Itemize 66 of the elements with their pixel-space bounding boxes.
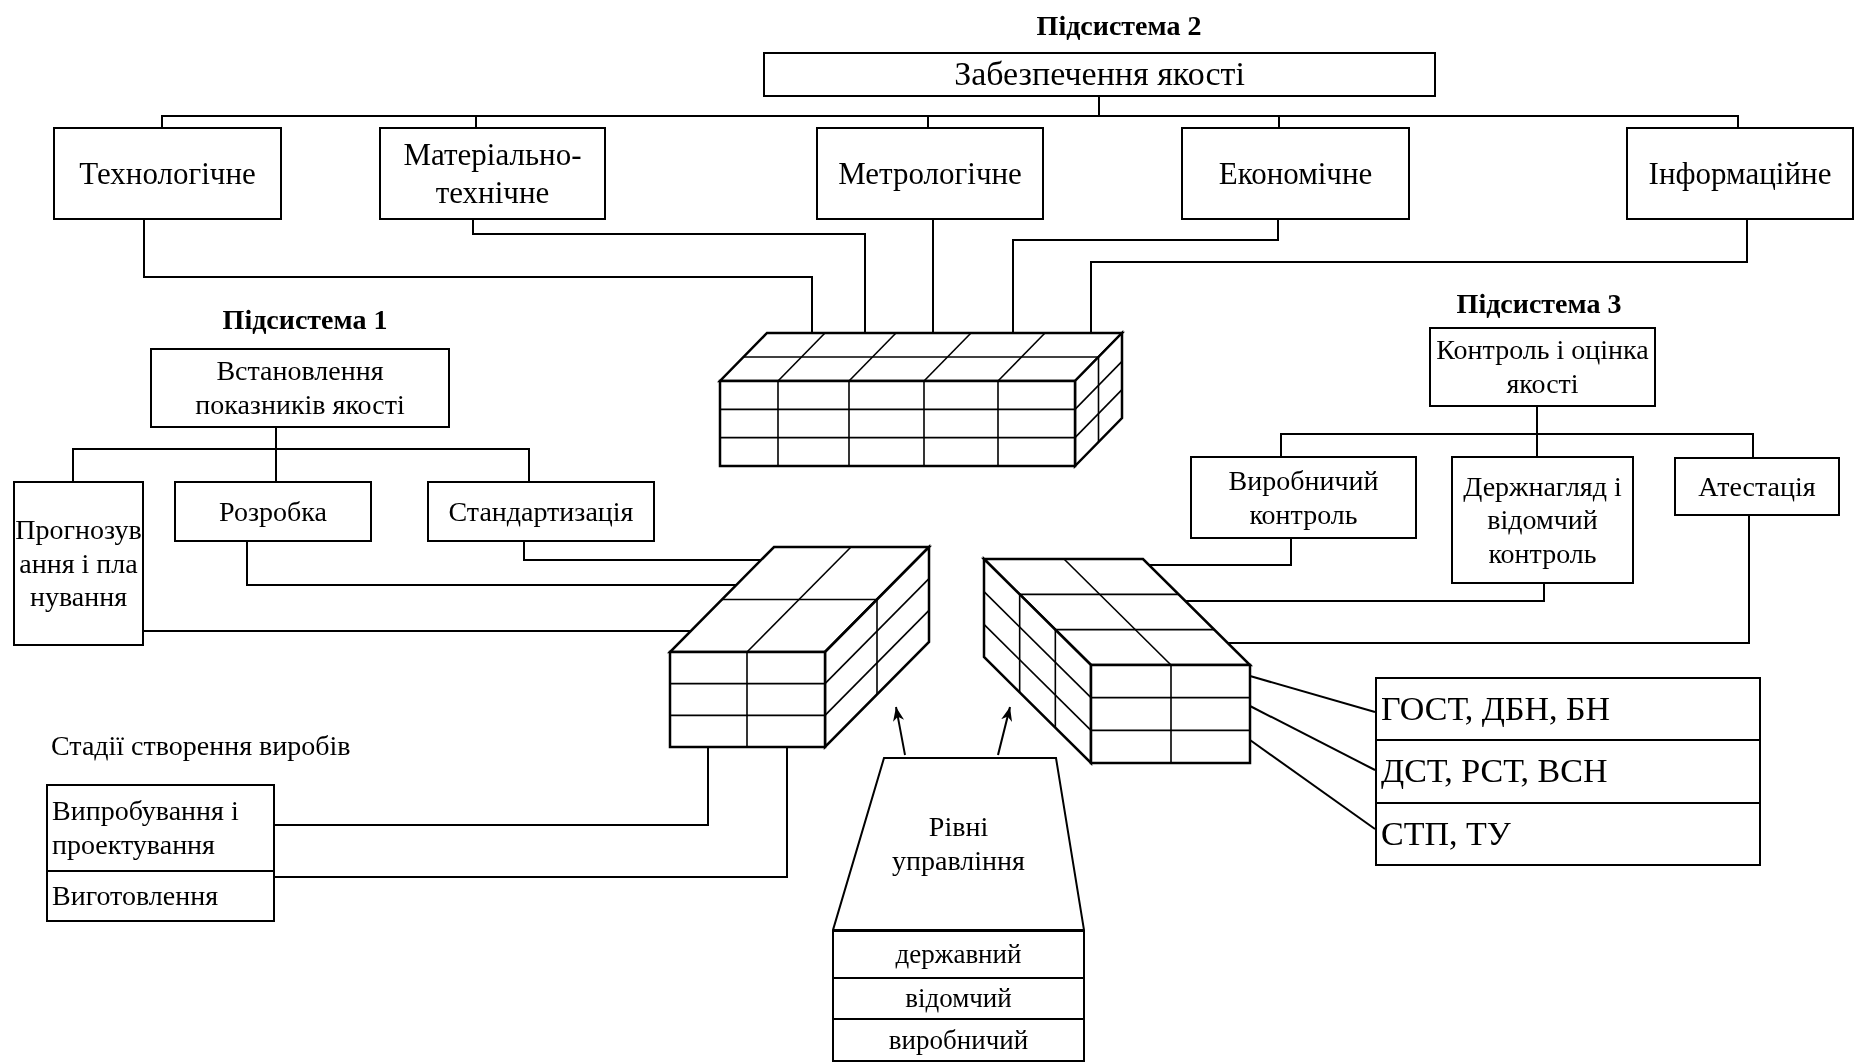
- connector-line: [143, 219, 813, 334]
- node-text: відомчий: [905, 982, 1012, 1015]
- connector-line: [1536, 406, 1754, 458]
- subsystem-heading: Підсистема 2: [1036, 10, 1202, 42]
- connector-line: [932, 219, 934, 334]
- text-box: [832, 930, 1085, 979]
- node-text: Розробка: [219, 494, 327, 529]
- node-text: Забезпечення якості: [954, 54, 1245, 95]
- connector-line: [1012, 219, 1279, 334]
- text-box: [1375, 739, 1761, 804]
- node-text: Стандартизація: [448, 494, 634, 529]
- node-text: державний: [895, 938, 1022, 971]
- node-text: Метрологічне: [838, 154, 1022, 193]
- node-text: виробничий: [888, 1023, 1029, 1057]
- text-box: [1181, 127, 1410, 220]
- text-box: [832, 1018, 1085, 1062]
- node-text: Технологічне: [79, 154, 256, 193]
- node-text: Встановлення показників якості: [194, 354, 406, 422]
- subsystem-heading: Підсистема 3: [1456, 288, 1622, 320]
- text-box: [1190, 456, 1417, 539]
- text-box: [53, 127, 282, 220]
- text-box: [816, 127, 1044, 220]
- connector-line: [1090, 219, 1748, 334]
- connector-line: [1227, 515, 1750, 644]
- text-box: [13, 481, 144, 646]
- node-text: Виготовлення: [52, 879, 219, 913]
- node-text: Випробування і проектування: [52, 794, 240, 862]
- node-text: Виробничий контроль: [1227, 463, 1380, 532]
- text-box: [46, 870, 275, 922]
- node-text: Рівні управління: [891, 809, 1026, 878]
- text-box: [427, 481, 655, 542]
- section-heading: Стадії створення виробів: [51, 730, 351, 762]
- text-box: [1451, 456, 1634, 584]
- node-text: Матеріально-технічне: [402, 136, 583, 211]
- text-box: [150, 348, 450, 428]
- node-text: Економічне: [1218, 154, 1373, 193]
- node-text: Держнагляд і відомчий контроль: [1462, 469, 1623, 571]
- text-box: [1429, 327, 1656, 407]
- text-box: [1375, 802, 1761, 866]
- connector-line: [472, 219, 866, 334]
- text-box: [1375, 677, 1761, 741]
- grid-cube: [983, 558, 1251, 764]
- text-box: [1674, 457, 1840, 516]
- connector-line: [1148, 538, 1292, 566]
- text-box: [1626, 127, 1854, 220]
- subsystem-heading: Підсистема 1: [222, 304, 388, 336]
- node-text: Прогнозування і планування: [15, 513, 142, 614]
- grid-cube: [669, 546, 930, 748]
- node-text: Контроль і оцінка якості: [1435, 333, 1650, 401]
- text-box: [174, 481, 372, 542]
- connector-line: [523, 541, 762, 561]
- node-text: Атестація: [1698, 469, 1816, 504]
- grid-cube: [719, 332, 1123, 467]
- node-text: ДСТ, РСТ, ВСН: [1381, 751, 1608, 792]
- node-text: ГОСТ, ДБН, БН: [1381, 688, 1611, 729]
- arrow: [997, 706, 1013, 756]
- node-text: СТП, ТУ: [1381, 813, 1511, 854]
- arrow: [893, 706, 906, 756]
- connector-line: [275, 427, 530, 482]
- node-text: Інформаційне: [1648, 154, 1832, 193]
- text-box: [379, 127, 606, 220]
- trapezoid-node: [832, 757, 1085, 930]
- connector-line: [246, 541, 737, 586]
- text-box: [832, 977, 1085, 1020]
- text-box: [46, 784, 275, 872]
- text-box: [763, 52, 1436, 97]
